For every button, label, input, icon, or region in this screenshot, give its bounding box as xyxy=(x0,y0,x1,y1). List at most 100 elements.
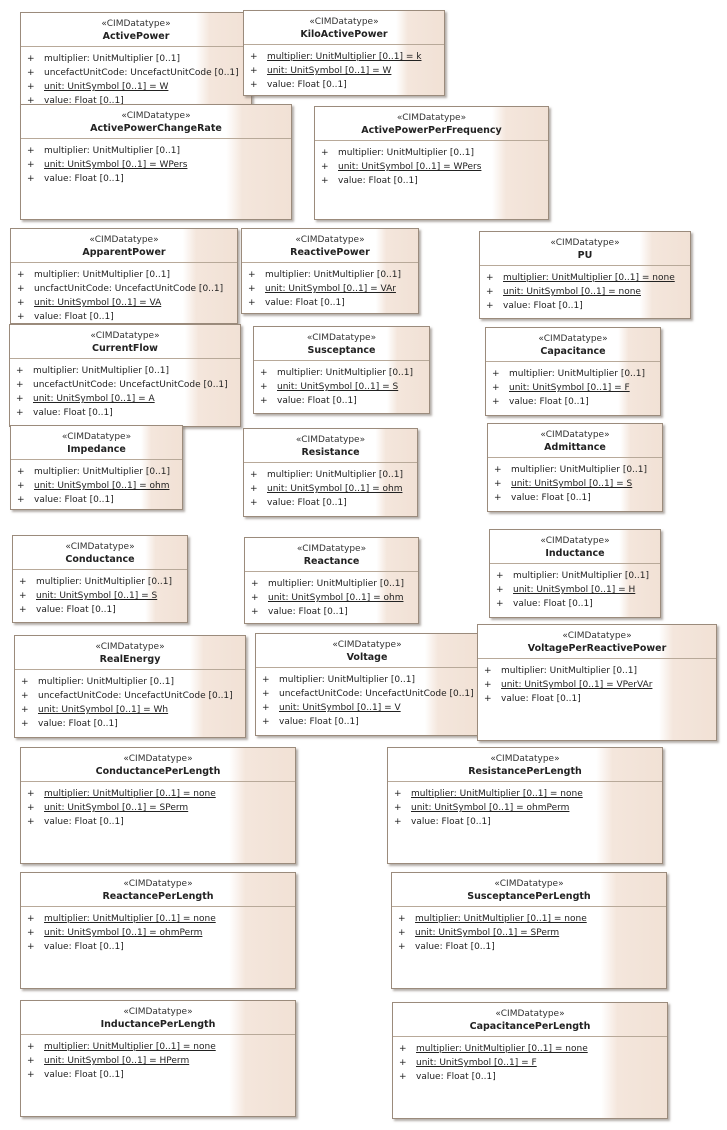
attribute-row[interactable]: +unit: UnitSymbol [0..1] = VPerVAr xyxy=(478,678,716,692)
class-box-real-energy[interactable]: «CIMDatatype»RealEnergy+multiplier: Unit… xyxy=(14,635,246,738)
attribute-row[interactable]: +value: Float [0..1] xyxy=(254,394,429,408)
attribute-row[interactable]: +unit: UnitSymbol [0..1] = ohm xyxy=(244,482,417,496)
attribute-row[interactable]: +multiplier: UnitMultiplier [0..1] xyxy=(256,673,478,687)
class-box-admittance[interactable]: «CIMDatatype»Admittance+multiplier: Unit… xyxy=(487,423,663,512)
class-box-apparent-power[interactable]: «CIMDatatype»ApparentPower+multiplier: U… xyxy=(10,228,238,324)
attribute-row[interactable]: +value: Float [0..1] xyxy=(11,493,182,507)
attribute-row[interactable]: +multiplier: UnitMultiplier [0..1] xyxy=(11,465,182,479)
class-box-current-flow[interactable]: «CIMDatatype»CurrentFlow+multiplier: Uni… xyxy=(9,324,241,427)
attribute-row[interactable]: +multiplier: UnitMultiplier [0..1] xyxy=(315,146,548,160)
attribute-row[interactable]: +value: Float [0..1] xyxy=(15,717,245,731)
attribute-row[interactable]: +unit: UnitSymbol [0..1] = ohm xyxy=(245,591,418,605)
attribute-row[interactable]: +uncefactUnitCode: UncefactUnitCode [0..… xyxy=(21,66,251,80)
attribute-row[interactable]: +value: Float [0..1] xyxy=(393,1070,667,1084)
class-box-capacitance[interactable]: «CIMDatatype»Capacitance+multiplier: Uni… xyxy=(485,327,661,416)
class-box-resistance[interactable]: «CIMDatatype»Resistance+multiplier: Unit… xyxy=(243,428,418,517)
class-box-reactance-per-length[interactable]: «CIMDatatype»ReactancePerLength+multipli… xyxy=(20,872,296,989)
attribute-row[interactable]: +multiplier: UnitMultiplier [0..1] xyxy=(478,664,716,678)
attribute-row[interactable]: +multiplier: UnitMultiplier [0..1] xyxy=(21,52,251,66)
attribute-row[interactable]: +value: Float [0..1] xyxy=(11,310,237,323)
attribute-row[interactable]: +multiplier: UnitMultiplier [0..1] xyxy=(488,463,662,477)
class-box-active-power[interactable]: «CIMDatatype»ActivePower+multiplier: Uni… xyxy=(20,12,252,106)
attribute-row[interactable]: +value: Float [0..1] xyxy=(244,78,444,92)
attribute-row[interactable]: +value: Float [0..1] xyxy=(244,496,417,510)
class-box-active-power-per-frequency[interactable]: «CIMDatatype»ActivePowerPerFrequency+mul… xyxy=(314,106,549,220)
attribute-row[interactable]: +unit: UnitSymbol [0..1] = ohmPerm xyxy=(21,926,295,940)
class-box-impedance[interactable]: «CIMDatatype»Impedance+multiplier: UnitM… xyxy=(10,425,183,510)
attribute-row[interactable]: +multiplier: UnitMultiplier [0..1] = non… xyxy=(480,271,690,285)
attribute-row[interactable]: +unit: UnitSymbol [0..1] = ohm xyxy=(11,479,182,493)
attribute-row[interactable]: +multiplier: UnitMultiplier [0..1] = non… xyxy=(392,912,666,926)
attribute-row[interactable]: +unit: UnitSymbol [0..1] = W xyxy=(244,64,444,78)
attribute-row[interactable]: +multiplier: UnitMultiplier [0..1] = non… xyxy=(21,787,295,801)
attribute-row[interactable]: +value: Float [0..1] xyxy=(245,605,418,619)
attribute-row[interactable]: +unit: UnitSymbol [0..1] = VA xyxy=(11,296,237,310)
class-box-conductance-per-length[interactable]: «CIMDatatype»ConductancePerLength+multip… xyxy=(20,747,296,864)
attribute-row[interactable]: +value: Float [0..1] xyxy=(490,597,660,611)
attribute-row[interactable]: +value: Float [0..1] xyxy=(242,296,418,310)
class-box-voltage-per-reactive-power[interactable]: «CIMDatatype»VoltagePerReactivePower+mul… xyxy=(477,624,717,741)
attribute-row[interactable]: +unit: UnitSymbol [0..1] = S xyxy=(488,477,662,491)
attribute-row[interactable]: +unit: UnitSymbol [0..1] = W xyxy=(21,80,251,94)
attribute-row[interactable]: +value: Float [0..1] xyxy=(315,174,548,188)
attribute-row[interactable]: +multiplier: UnitMultiplier [0..1] xyxy=(10,364,240,378)
attribute-row[interactable]: +unit: UnitSymbol [0..1] = none xyxy=(480,285,690,299)
class-box-resistance-per-length[interactable]: «CIMDatatype»ResistancePerLength+multipl… xyxy=(387,747,663,864)
attribute-row[interactable]: +value: Float [0..1] xyxy=(21,940,295,954)
attribute-row[interactable]: +multiplier: UnitMultiplier [0..1] xyxy=(245,577,418,591)
attribute-row[interactable]: +uncefactUnitCode: UncefactUnitCode [0..… xyxy=(256,687,478,701)
attribute-row[interactable]: +unit: UnitSymbol [0..1] = S xyxy=(254,380,429,394)
attribute-row[interactable]: +uncefactUnitCode: UncefactUnitCode [0..… xyxy=(10,378,240,392)
attribute-row[interactable]: +multiplier: UnitMultiplier [0..1] xyxy=(21,144,291,158)
attribute-row[interactable]: +multiplier: UnitMultiplier [0..1] = non… xyxy=(21,912,295,926)
attribute-row[interactable]: +unit: UnitSymbol [0..1] = WPers xyxy=(315,160,548,174)
class-box-conductance[interactable]: «CIMDatatype»Conductance+multiplier: Uni… xyxy=(12,535,188,623)
attribute-row[interactable]: +unit: UnitSymbol [0..1] = SPerm xyxy=(392,926,666,940)
attribute-row[interactable]: +unit: UnitSymbol [0..1] = ohmPerm xyxy=(388,801,662,815)
class-box-voltage[interactable]: «CIMDatatype»Voltage+multiplier: UnitMul… xyxy=(255,633,479,736)
attribute-row[interactable]: +multiplier: UnitMultiplier [0..1] = non… xyxy=(388,787,662,801)
attribute-row[interactable]: +unit: UnitSymbol [0..1] = F xyxy=(393,1056,667,1070)
attribute-row[interactable]: +value: Float [0..1] xyxy=(256,715,478,729)
class-box-susceptance[interactable]: «CIMDatatype»Susceptance+multiplier: Uni… xyxy=(253,326,430,414)
class-box-kilo-active-power[interactable]: «CIMDatatype»KiloActivePower+multiplier:… xyxy=(243,10,445,96)
attribute-row[interactable]: +unit: UnitSymbol [0..1] = F xyxy=(486,381,660,395)
attribute-row[interactable]: +unit: UnitSymbol [0..1] = V xyxy=(256,701,478,715)
attribute-row[interactable]: +multiplier: UnitMultiplier [0..1] xyxy=(490,569,660,583)
attribute-row[interactable]: +multiplier: UnitMultiplier [0..1] xyxy=(11,268,237,282)
attribute-row[interactable]: +multiplier: UnitMultiplier [0..1] = k xyxy=(244,50,444,64)
attribute-row[interactable]: +multiplier: UnitMultiplier [0..1] xyxy=(244,468,417,482)
class-box-inductance[interactable]: «CIMDatatype»Inductance+multiplier: Unit… xyxy=(489,529,661,618)
attribute-row[interactable]: +multiplier: UnitMultiplier [0..1] xyxy=(242,268,418,282)
attribute-row[interactable]: +value: Float [0..1] xyxy=(21,172,291,186)
attribute-row[interactable]: +value: Float [0..1] xyxy=(488,491,662,505)
class-box-active-power-change-rate[interactable]: «CIMDatatype»ActivePowerChangeRate+multi… xyxy=(20,104,292,220)
attribute-row[interactable]: +value: Float [0..1] xyxy=(486,395,660,409)
class-box-reactive-power[interactable]: «CIMDatatype»ReactivePower+multiplier: U… xyxy=(241,228,419,314)
attribute-row[interactable]: +multiplier: UnitMultiplier [0..1] xyxy=(486,367,660,381)
attribute-row[interactable]: +unit: UnitSymbol [0..1] = S xyxy=(13,589,187,603)
attribute-row[interactable]: +unit: UnitSymbol [0..1] = SPerm xyxy=(21,801,295,815)
class-box-susceptance-per-length[interactable]: «CIMDatatype»SusceptancePerLength+multip… xyxy=(391,872,667,989)
attribute-row[interactable]: +multiplier: UnitMultiplier [0..1] = non… xyxy=(21,1040,295,1054)
attribute-row[interactable]: +uncfactUnitCode: UncefactUnitCode [0..1… xyxy=(11,282,237,296)
attribute-row[interactable]: +uncefactUnitCode: UncefactUnitCode [0..… xyxy=(15,689,245,703)
class-box-capacitance-per-length[interactable]: «CIMDatatype»CapacitancePerLength+multip… xyxy=(392,1002,668,1119)
attribute-row[interactable]: +value: Float [0..1] xyxy=(21,94,251,105)
attribute-row[interactable]: +value: Float [0..1] xyxy=(21,1068,295,1082)
attribute-row[interactable]: +multiplier: UnitMultiplier [0..1] xyxy=(13,575,187,589)
attribute-row[interactable]: +unit: UnitSymbol [0..1] = VAr xyxy=(242,282,418,296)
attribute-row[interactable]: +value: Float [0..1] xyxy=(388,815,662,829)
class-box-inductance-per-length[interactable]: «CIMDatatype»InductancePerLength+multipl… xyxy=(20,1000,296,1117)
attribute-row[interactable]: +value: Float [0..1] xyxy=(480,299,690,313)
attribute-row[interactable]: +unit: UnitSymbol [0..1] = A xyxy=(10,392,240,406)
attribute-row[interactable]: +multiplier: UnitMultiplier [0..1] xyxy=(254,366,429,380)
attribute-row[interactable]: +unit: UnitSymbol [0..1] = H xyxy=(490,583,660,597)
attribute-row[interactable]: +unit: UnitSymbol [0..1] = HPerm xyxy=(21,1054,295,1068)
class-box-reactance[interactable]: «CIMDatatype»Reactance+multiplier: UnitM… xyxy=(244,537,419,624)
attribute-row[interactable]: +multiplier: UnitMultiplier [0..1] = non… xyxy=(393,1042,667,1056)
attribute-row[interactable]: +value: Float [0..1] xyxy=(21,815,295,829)
attribute-row[interactable]: +unit: UnitSymbol [0..1] = Wh xyxy=(15,703,245,717)
class-box-pu[interactable]: «CIMDatatype»PU+multiplier: UnitMultipli… xyxy=(479,231,691,319)
attribute-row[interactable]: +value: Float [0..1] xyxy=(13,603,187,617)
